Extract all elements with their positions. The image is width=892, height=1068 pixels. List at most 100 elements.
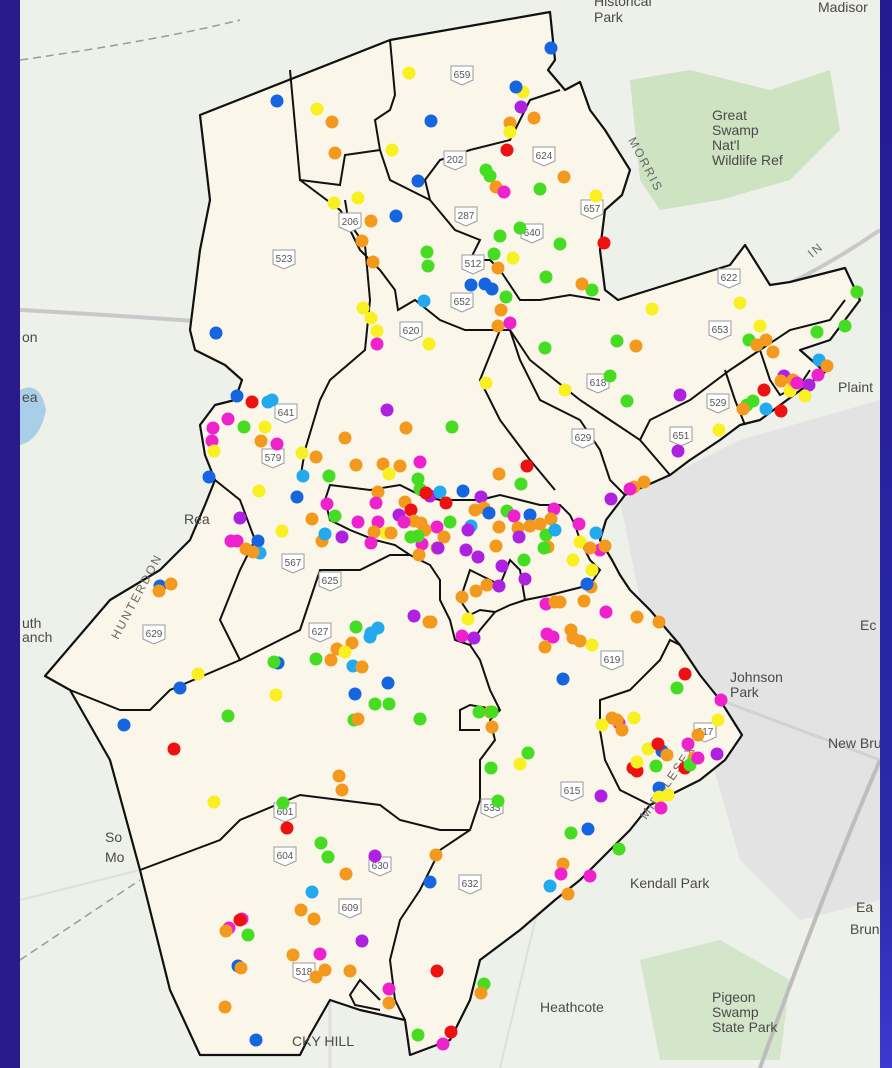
- map-point-green[interactable]: [670, 681, 684, 695]
- map-point-cyan[interactable]: [265, 393, 279, 407]
- map-point-yellow[interactable]: [798, 389, 812, 403]
- map-point-green[interactable]: [382, 697, 396, 711]
- map-point-magenta[interactable]: [583, 869, 597, 883]
- map-point-magenta[interactable]: [351, 515, 365, 529]
- map-point-orange[interactable]: [615, 723, 629, 737]
- map-point-yellow[interactable]: [191, 667, 205, 681]
- map-point-orange[interactable]: [335, 783, 349, 797]
- map-point-orange[interactable]: [544, 512, 558, 526]
- map-point-green[interactable]: [411, 529, 425, 543]
- map-point-purple[interactable]: [671, 444, 685, 458]
- map-point-green[interactable]: [585, 283, 599, 297]
- map-point-orange[interactable]: [355, 234, 369, 248]
- map-point-orange[interactable]: [366, 255, 380, 269]
- map-point-green[interactable]: [472, 705, 486, 719]
- map-point-orange[interactable]: [577, 594, 591, 608]
- map-point-orange[interactable]: [234, 961, 248, 975]
- map-point-green[interactable]: [276, 796, 290, 810]
- map-point-green[interactable]: [368, 697, 382, 711]
- map-point-blue[interactable]: [509, 80, 523, 94]
- map-point-magenta[interactable]: [547, 502, 561, 516]
- map-point-orange[interactable]: [437, 530, 451, 544]
- map-point-orange[interactable]: [573, 634, 587, 648]
- map-point-yellow[interactable]: [513, 757, 527, 771]
- map-point-orange[interactable]: [254, 434, 268, 448]
- map-point-red[interactable]: [233, 913, 247, 927]
- map-point-cyan[interactable]: [363, 630, 377, 644]
- map-point-blue[interactable]: [482, 506, 496, 520]
- map-point-magenta[interactable]: [691, 751, 705, 765]
- map-point-cyan[interactable]: [543, 879, 557, 893]
- map-point-orange[interactable]: [164, 577, 178, 591]
- map-point-orange[interactable]: [557, 170, 571, 184]
- map-point-orange[interactable]: [489, 539, 503, 553]
- map-point-orange[interactable]: [286, 948, 300, 962]
- map-point-magenta[interactable]: [270, 437, 284, 451]
- map-point-orange[interactable]: [349, 458, 363, 472]
- map-point-blue[interactable]: [270, 94, 284, 108]
- map-point-magenta[interactable]: [546, 630, 560, 644]
- map-point-green[interactable]: [241, 928, 255, 942]
- map-point-green[interactable]: [810, 325, 824, 339]
- map-point-magenta[interactable]: [554, 867, 568, 881]
- map-point-cyan[interactable]: [371, 621, 385, 635]
- map-point-orange[interactable]: [339, 867, 353, 881]
- map-point-yellow[interactable]: [661, 788, 675, 802]
- map-point-orange[interactable]: [384, 526, 398, 540]
- map-point-purple[interactable]: [512, 530, 526, 544]
- map-point-green[interactable]: [349, 620, 363, 634]
- map-point-yellow[interactable]: [753, 319, 767, 333]
- map-point-orange[interactable]: [736, 402, 750, 416]
- map-point-purple[interactable]: [467, 631, 481, 645]
- map-point-magenta[interactable]: [714, 693, 728, 707]
- map-point-green[interactable]: [328, 509, 342, 523]
- map-point-orange[interactable]: [338, 431, 352, 445]
- map-point-orange[interactable]: [491, 319, 505, 333]
- map-point-red[interactable]: [630, 764, 644, 778]
- map-point-blue[interactable]: [251, 534, 265, 548]
- map-point-orange[interactable]: [766, 345, 780, 359]
- map-point-orange[interactable]: [367, 525, 381, 539]
- map-point-green[interactable]: [514, 477, 528, 491]
- map-point-yellow[interactable]: [382, 467, 396, 481]
- map-point-green[interactable]: [537, 541, 551, 555]
- map-point-cyan[interactable]: [759, 402, 773, 416]
- map-point-magenta[interactable]: [320, 497, 334, 511]
- map-point-magenta[interactable]: [455, 629, 469, 643]
- map-point-purple[interactable]: [461, 523, 475, 537]
- map-point-blue[interactable]: [556, 672, 570, 686]
- map-point-blue[interactable]: [652, 781, 666, 795]
- map-point-yellow[interactable]: [356, 301, 370, 315]
- map-point-purple[interactable]: [459, 543, 473, 557]
- map-point-orange[interactable]: [523, 519, 537, 533]
- map-point-orange[interactable]: [219, 924, 233, 938]
- map-point-magenta[interactable]: [681, 737, 695, 751]
- map-point-magenta[interactable]: [599, 605, 613, 619]
- map-point-green[interactable]: [321, 850, 335, 864]
- map-point-magenta[interactable]: [790, 376, 804, 390]
- map-point-magenta[interactable]: [382, 982, 396, 996]
- map-point-green[interactable]: [267, 655, 281, 669]
- map-point-red[interactable]: [444, 1025, 458, 1039]
- map-point-green[interactable]: [413, 712, 427, 726]
- map-point-orange[interactable]: [351, 712, 365, 726]
- map-point-blue[interactable]: [580, 577, 594, 591]
- map-point-green[interactable]: [221, 709, 235, 723]
- map-point-orange[interactable]: [318, 963, 332, 977]
- map-point-magenta[interactable]: [623, 482, 637, 496]
- map-point-orange[interactable]: [491, 261, 505, 275]
- map-point-orange[interactable]: [527, 111, 541, 125]
- map-point-blue[interactable]: [249, 1033, 263, 1047]
- map-point-magenta[interactable]: [221, 412, 235, 426]
- map-point-green[interactable]: [838, 319, 852, 333]
- map-point-yellow[interactable]: [630, 755, 644, 769]
- map-point-purple[interactable]: [710, 747, 724, 761]
- map-point-red[interactable]: [651, 737, 665, 751]
- map-point-orange[interactable]: [556, 857, 570, 871]
- map-point-yellow[interactable]: [269, 688, 283, 702]
- map-point-blue[interactable]: [423, 875, 437, 889]
- map-point-green[interactable]: [603, 369, 617, 383]
- map-point-cyan[interactable]: [433, 485, 447, 499]
- map-point-green[interactable]: [411, 472, 425, 486]
- map-point-yellow[interactable]: [370, 324, 384, 338]
